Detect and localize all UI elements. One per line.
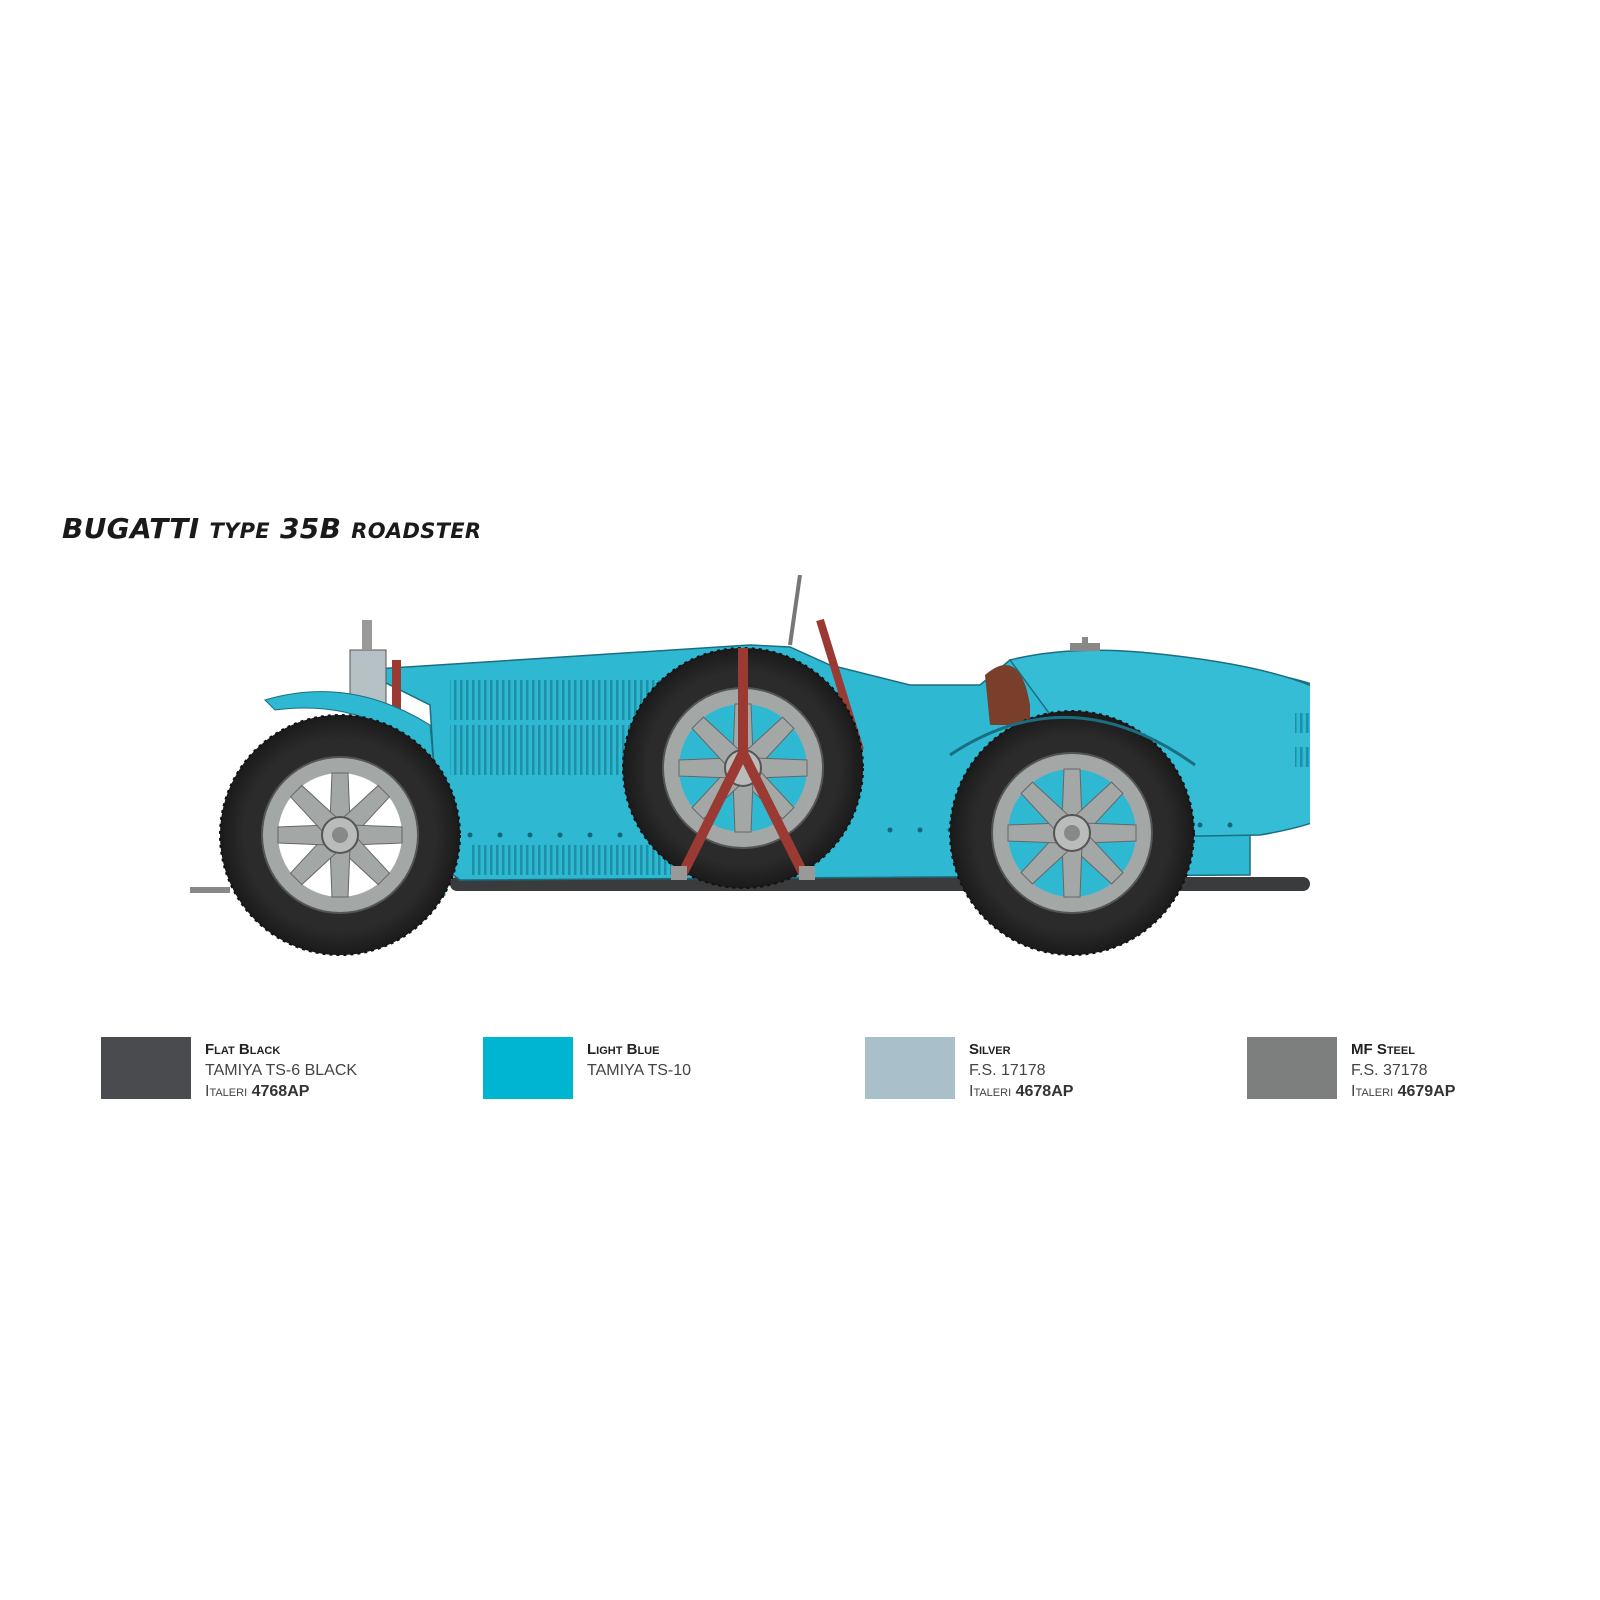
page-title: BUGATTI Type 35B Roadster [62,512,481,545]
swatch-color [865,1037,955,1099]
swatch-line1: TAMIYA TS-6 BLACK [205,1062,358,1079]
title-brand: BUGATTI [62,512,200,545]
swatch-line2-prefix: Italeri [1351,1083,1394,1100]
swatch-line2-prefix: Italeri [969,1083,1012,1100]
swatch-name: Flat Black [205,1041,281,1058]
front-wheel [219,714,461,956]
car-illustration [190,575,1310,956]
swatch-line2-code: 4679AP [1397,1083,1456,1100]
swatch-name: Light Blue [587,1041,660,1058]
swatch-line2-code: 4768AP [251,1083,310,1100]
title-body-word: Roadster [351,519,482,543]
seat [985,665,1030,725]
spare-wheel [622,647,864,889]
title-model: 35B [280,512,342,545]
swatch-line1: F.S. 37178 [1351,1062,1428,1079]
rear-fender [949,715,1196,767]
swatch-line1: F.S. 17178 [969,1062,1046,1079]
swatch-line2-prefix: Italeri [205,1083,248,1100]
swatch-color [483,1037,573,1099]
swatch-color [101,1037,191,1099]
rear-wheel [949,710,1195,956]
front-crank [190,887,230,893]
swatch-color [1247,1037,1337,1099]
swatch-line2-code: 4678AP [1015,1083,1074,1100]
swatch-name: MF Steel [1351,1041,1415,1058]
title-type-word: Type [209,519,270,543]
swatch-line1: TAMIYA TS-10 [587,1062,692,1079]
swatch-name: Silver [969,1041,1011,1058]
